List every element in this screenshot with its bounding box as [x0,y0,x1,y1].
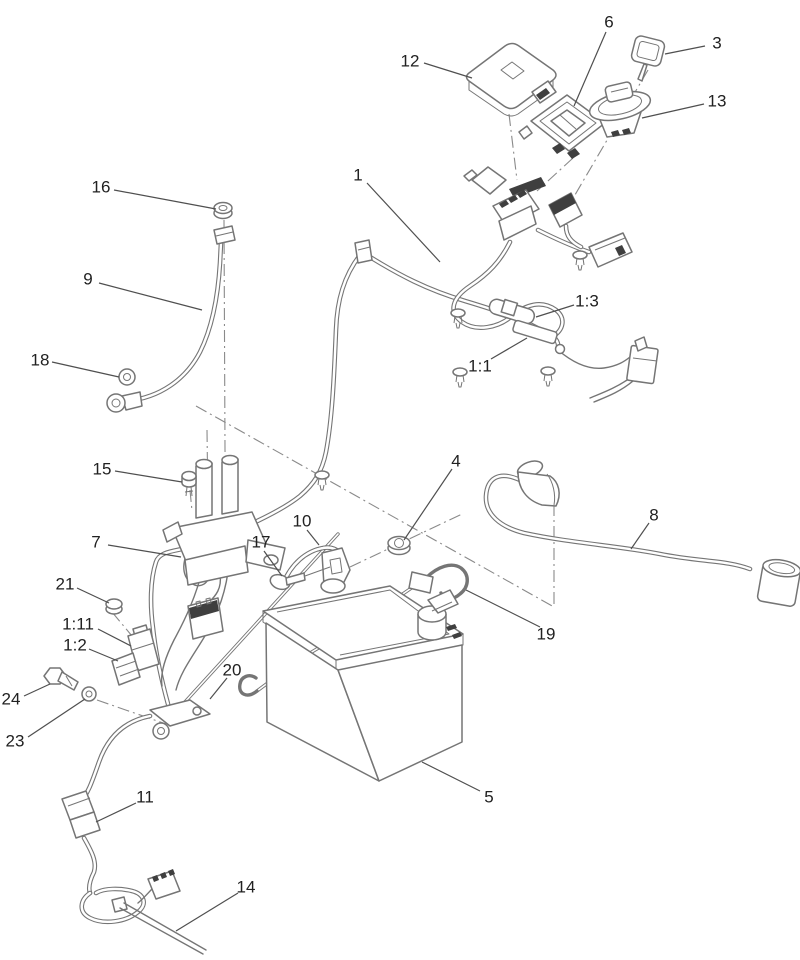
callout-13: 13 [708,92,727,111]
leader-16 [113,189,217,210]
callout-5: 5 [484,788,493,807]
instrument-cover [465,42,557,117]
lower-connector [147,869,181,900]
hex-nut-16 [213,201,233,220]
ring-terminal [106,391,143,413]
ignition-switch [588,81,652,138]
spark-plug-boot [516,460,560,507]
wire-harness-assembly [148,223,634,707]
key [630,35,666,82]
callout-1-3: 1:3 [575,292,599,311]
leader-7 [107,544,182,558]
callout-16: 16 [92,178,111,197]
cable-terminal-fitting [213,225,236,245]
bolt-24 [43,667,79,691]
callout-3: 3 [712,34,721,53]
solenoid-connector [187,597,224,640]
ground-lug-bracket [149,699,211,740]
callout-12: 12 [401,52,420,71]
leader-8 [630,522,650,550]
leader-1 [366,182,441,263]
callout-7: 7 [91,533,100,552]
leader-1-2 [88,648,119,662]
leader-13 [641,103,705,119]
leader-15 [114,470,183,483]
harness-connectors [354,166,633,268]
callout-1-11: 1:11 [62,615,94,634]
callout-4: 4 [451,452,460,471]
callout-9: 9 [83,270,92,289]
leader-23 [27,698,86,738]
leader-10 [306,529,320,546]
callout-1-1: 1:1 [468,357,492,376]
leader-14 [175,892,239,932]
rocker-switch [518,94,606,159]
callout-23: 23 [6,732,25,751]
battery-strap [280,545,351,594]
callout-15: 15 [93,460,112,479]
callout-19: 19 [537,625,556,644]
leader-1-1 [490,337,528,360]
leader-11 [95,802,137,823]
leader-5 [421,761,481,792]
cable-tie [111,896,207,955]
callout-18: 18 [31,351,50,370]
callout-24: 24 [2,690,21,709]
leader-9 [98,282,203,311]
fusible-link [61,790,101,839]
callout-21: 21 [56,575,75,594]
hex-nut-21 [105,598,123,615]
leader-19 [465,589,541,628]
callout-17: 17 [252,533,271,552]
callout-20: 20 [223,661,242,680]
leader-21 [76,587,110,604]
battery [262,585,464,782]
terminal-cap [756,558,800,607]
leader-1-3 [535,304,575,318]
screw-15 [181,470,197,497]
callout-6: 6 [604,13,613,32]
leader-1-11 [97,628,132,647]
leader-3 [664,45,706,55]
battery-cable [123,240,224,404]
leader-12 [423,62,473,79]
spark-plug-wire [483,473,753,572]
leader-17 [263,550,283,577]
battery-rod-20 [172,532,340,716]
washer-23 [81,686,97,702]
battery-terminal [417,589,459,641]
callout-10: 10 [293,512,312,531]
leader-6 [573,31,607,107]
callout-14: 14 [237,878,256,897]
washer-18 [118,368,136,386]
callout-11: 11 [136,788,154,807]
harness-section [512,319,566,355]
strap-bolt [269,566,331,591]
leader-20 [209,677,228,700]
callout-1: 1 [353,166,362,185]
starter-solenoid [162,454,286,586]
relay [626,336,659,385]
leader-18 [51,361,120,378]
callout-1-2: 1:2 [63,636,87,655]
callout-8: 8 [649,506,658,525]
leader-24 [23,683,51,697]
push-pin-clips [314,250,588,491]
leader-4 [403,468,453,541]
inline-fuse-holder [488,298,536,325]
harness-connector-1-2 [111,652,141,686]
flange-nut [387,535,411,556]
callout-layer: 1345678910111213141516171819202123241:11… [2,13,727,932]
